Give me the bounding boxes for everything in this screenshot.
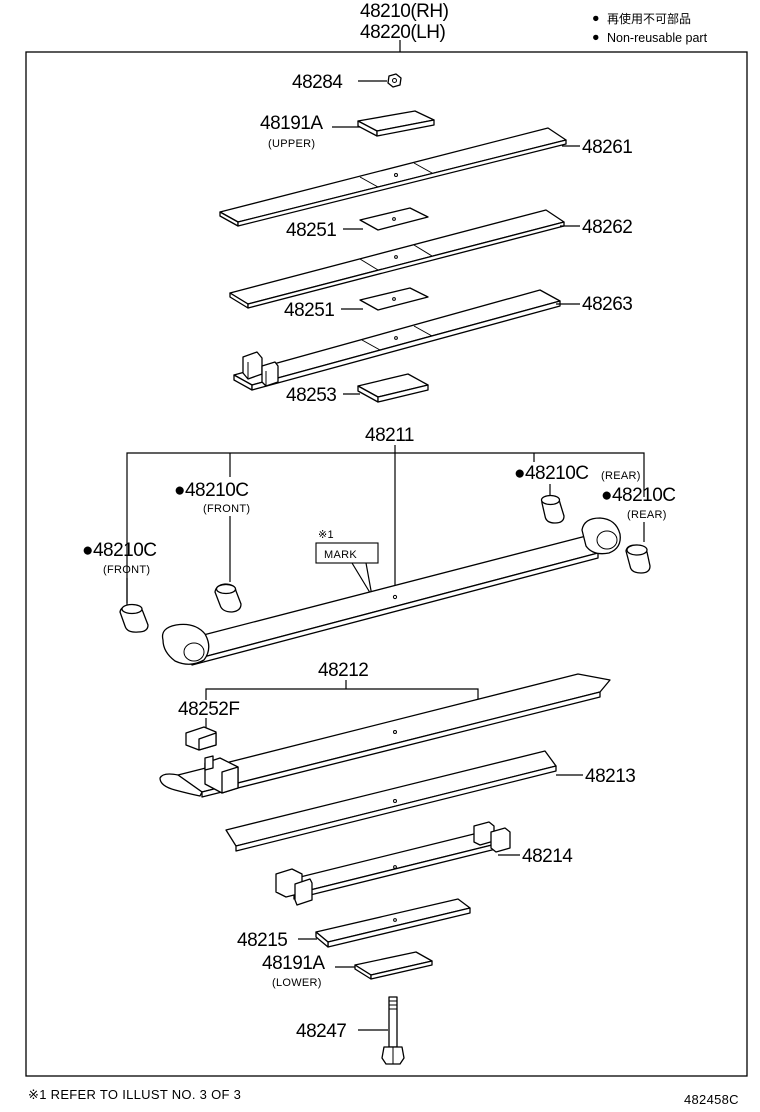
footer-note: ※1 REFER TO ILLUST NO. 3 OF 3: [28, 1087, 241, 1102]
part-48262-label: 48262: [582, 217, 632, 238]
main-leaf-48211: [161, 517, 621, 666]
part-48251-b-label: 48251: [284, 300, 334, 321]
pad-48253: [357, 373, 429, 403]
legend-bullet-jp: ●: [592, 11, 600, 25]
part-48191A-upper-note: (UPPER): [268, 138, 315, 150]
part-48210C-rear-top-label: ●48210C: [514, 463, 589, 484]
spring-pad-lower: [354, 951, 433, 980]
plate-48215: [315, 898, 471, 948]
part-48212-label: 48212: [318, 660, 368, 681]
leaf-48261: [219, 127, 567, 227]
part-48263-label: 48263: [582, 294, 632, 315]
legend-bullet-en: ●: [592, 30, 600, 44]
leaf-48262: [229, 209, 565, 309]
assembly-frame: [25, 51, 748, 1077]
part-48210C-rear-right-note: (REAR): [627, 509, 667, 521]
illustration-code: 482458C: [684, 1092, 739, 1107]
bushing-rear-right: [625, 544, 651, 574]
assembly-rh-label: 48210(RH): [360, 1, 449, 22]
spacer-48251-a: [359, 207, 429, 231]
part-48215-label: 48215: [237, 930, 287, 951]
part-48210C-rear-right-label: ●48210C: [601, 485, 676, 506]
nut-48284: [387, 73, 402, 88]
part-48252F-label: 48252F: [178, 699, 239, 720]
spacer-48251-b: [359, 287, 429, 311]
part-48191A-lower-label: 48191A: [262, 953, 325, 974]
ref-mark-symbol: ※1: [318, 529, 334, 541]
leaf-48212: [159, 673, 611, 798]
bushing-rear-top: [540, 494, 565, 524]
center-bolt-48247: [381, 996, 405, 1065]
part-48191A-upper-label: 48191A: [260, 113, 323, 134]
part-48284-label: 48284: [292, 72, 343, 93]
part-48213-label: 48213: [585, 766, 635, 787]
part-48247-label: 48247: [296, 1021, 346, 1042]
leaf-48213: [225, 750, 557, 852]
part-48253-label: 48253: [286, 385, 336, 406]
part-48210C-front-left-label: ●48210C: [82, 540, 157, 561]
leaf-48214: [275, 821, 511, 906]
part-48210C-rear-top-note: (REAR): [601, 470, 641, 482]
spring-pad-upper: [357, 110, 435, 137]
assembly-lh-label: 48220(LH): [360, 22, 445, 43]
part-48210C-front-mid-label: ●48210C: [174, 480, 249, 501]
legend-jp-text: 再使用不可部品: [607, 11, 691, 26]
part-48210C-front-left-note: (FRONT): [103, 564, 150, 576]
leaf-48263: [233, 289, 561, 391]
bushing-front-left: [119, 603, 149, 633]
part-48191A-lower-note: (LOWER): [272, 977, 322, 989]
clip-48252F: [185, 726, 217, 751]
part-48211-label: 48211: [365, 425, 414, 446]
part-48261-label: 48261: [582, 137, 632, 158]
bushing-front-mid: [214, 583, 242, 613]
mark-label: MARK: [324, 549, 357, 561]
part-48214-label: 48214: [522, 846, 573, 867]
part-48251-a-label: 48251: [286, 220, 336, 241]
part-48210C-front-mid-note: (FRONT): [203, 503, 250, 515]
legend-en-text: Non-reusable part: [607, 31, 708, 45]
